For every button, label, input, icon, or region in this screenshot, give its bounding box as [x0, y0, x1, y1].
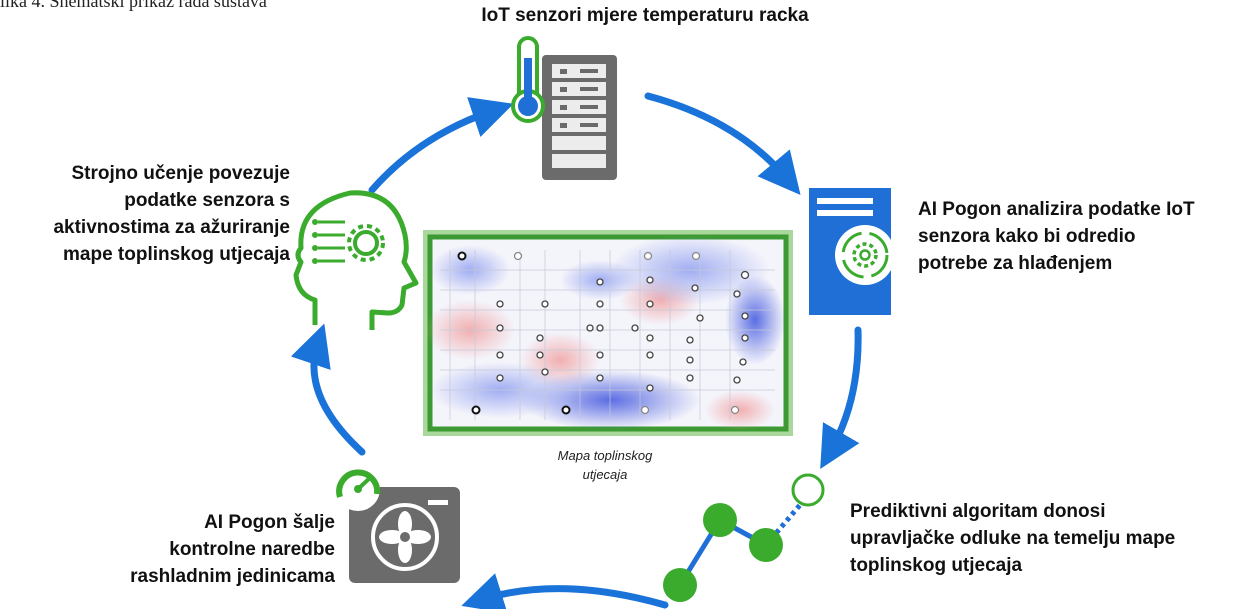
- heatmap-sensor-points: [457, 251, 750, 415]
- node-ai-analysis-line: AI Pogon analizira podatke IoT: [918, 199, 1195, 220]
- figure-caption: lika 4. Shematski prikaz rada sustava: [0, 0, 267, 11]
- node-iot-sensors-text: IoT senzori mjere temperaturu racka: [481, 5, 809, 26]
- node-ai-analysis-line: senzora kako bi odredio: [918, 226, 1136, 247]
- thermometer-icon: [511, 36, 545, 123]
- node-ai-commands-line: AI Pogon šalje: [204, 512, 335, 533]
- server-rack-icon: [542, 55, 617, 180]
- node-iot-sensors: IoT senzori mjere temperaturu racka: [400, 2, 890, 29]
- fan-unit-icon: [349, 487, 460, 583]
- node-ml-line: mape toplinskog utjecaja: [63, 244, 290, 265]
- node-ai-analysis: AI Pogon analizira podatke IoT senzora k…: [918, 196, 1245, 277]
- node-predictive-line: Prediktivni algoritam donosi: [850, 501, 1106, 522]
- node-ml-line: aktivnostima za ažuriranje: [53, 217, 290, 238]
- network-graph-icon: [663, 473, 825, 602]
- gauge-icon: [336, 467, 381, 511]
- arrow-ai-to-predict: [820, 326, 862, 469]
- server-gear-icon: [809, 188, 895, 315]
- heatmap-grid: [440, 250, 775, 420]
- heat-impact-map: [423, 230, 793, 436]
- node-machine-learning: Strojno učenje povezuje podatke senzora …: [20, 160, 290, 268]
- node-predictive-line: toplinskog utjecaja: [850, 555, 1023, 576]
- node-ai-commands: AI Pogon šalje kontrolne naredbe rashlad…: [80, 509, 335, 590]
- node-ai-commands-line: rashladnim jedinicama: [130, 566, 335, 587]
- arrow-commands-to-ml: [290, 323, 366, 456]
- cycle-arrows: [290, 92, 862, 609]
- node-ai-commands-line: kontrolne naredbe: [169, 539, 335, 560]
- node-ml-line: podatke senzora s: [124, 190, 290, 211]
- arrow-predict-to-commands: [461, 573, 669, 609]
- node-predictive-line: upravljačke odluke na temelju mape: [850, 528, 1176, 549]
- arrow-iot-to-ai: [644, 92, 801, 196]
- heatmap-label: Mapa toplinskog utjecaja: [520, 446, 690, 484]
- heatmap-label-line: Mapa toplinskog: [557, 448, 653, 463]
- ai-head-icon: [293, 190, 419, 330]
- arrow-ml-to-iot: [368, 97, 514, 194]
- heatmap-label-line: utjecaja: [582, 467, 628, 482]
- node-ai-analysis-line: potrebe za hlađenjem: [918, 253, 1113, 274]
- node-ml-line: Strojno učenje povezuje: [71, 163, 290, 184]
- node-predictive-algorithm: Prediktivni algoritam donosi upravljačke…: [850, 498, 1245, 579]
